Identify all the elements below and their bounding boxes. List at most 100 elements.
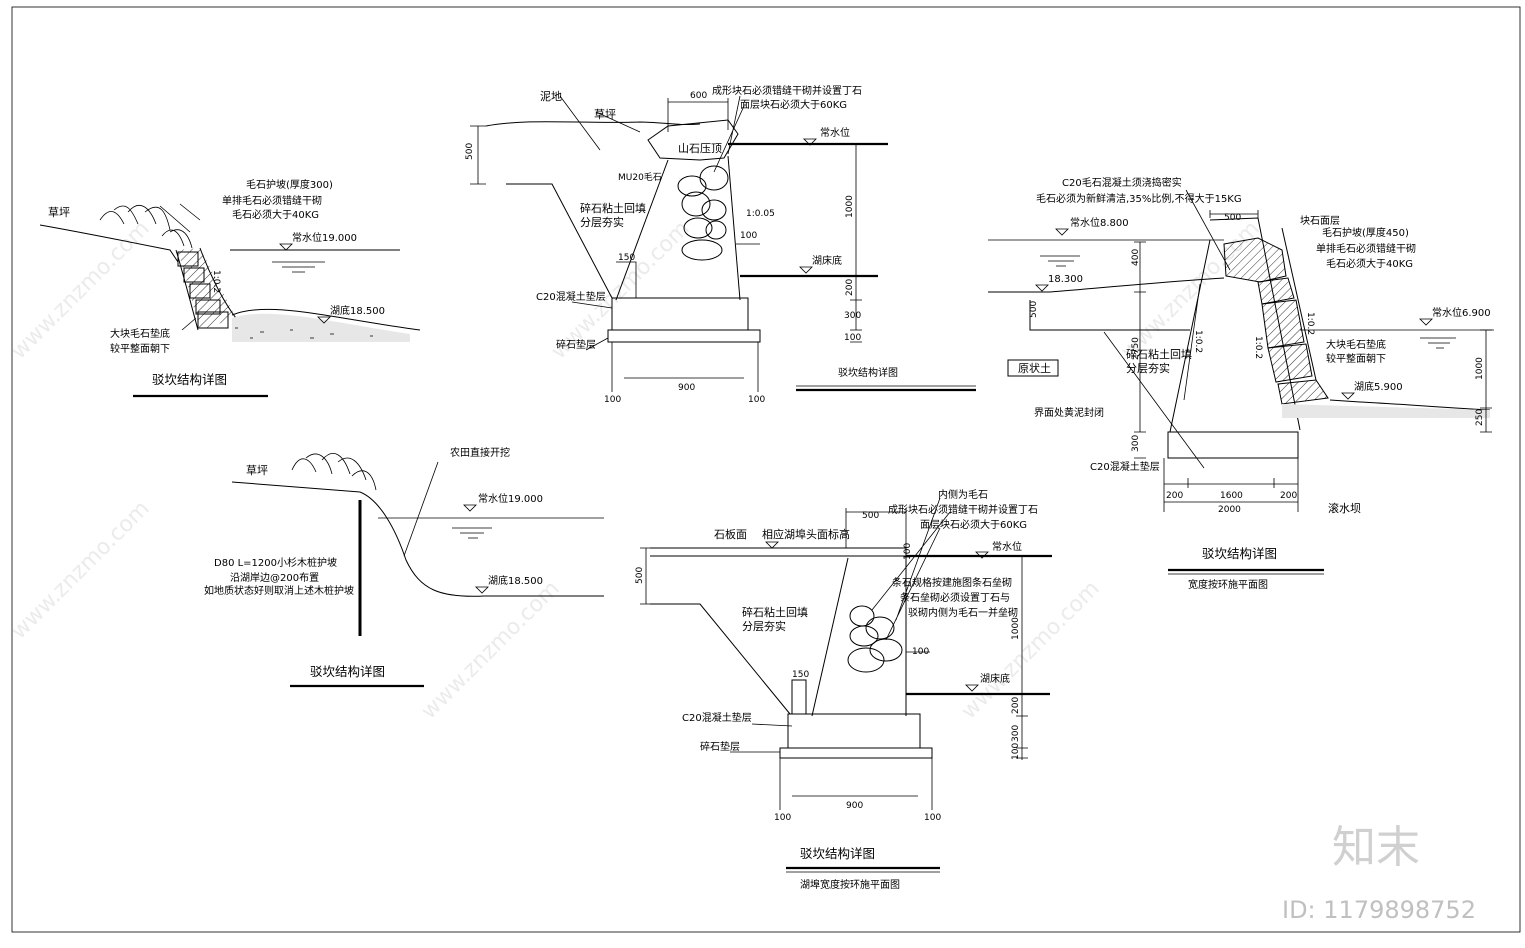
label-d1-base2: 较平整面朝下 — [110, 342, 170, 355]
label-d2-note1: 成形块石必须错缝干砌并设置丁石 — [712, 84, 862, 97]
label-d5-dim100r: 100 — [924, 813, 941, 823]
label-d2-dim100b: 100 — [844, 333, 861, 343]
label-d3-seal: 界面处黄泥封闭 — [1034, 406, 1104, 419]
label-d2-gravel: 碎石垫层 — [556, 338, 596, 351]
label-d3-dim2750: 2750 — [1131, 337, 1141, 360]
label-d2-dim300: 300 — [844, 311, 861, 321]
detail-4-title: 驳坎结构详图 — [310, 664, 385, 679]
label-d2-dim150: 150 — [618, 253, 635, 263]
label-d3-ratio2: 1:0.2 — [1253, 336, 1263, 359]
label-d3-lvl18: 18.300 — [1048, 274, 1083, 285]
label-d5-dim900: 900 — [846, 801, 863, 811]
label-d2-note2: 面层块石必须大于60KG — [740, 98, 847, 111]
label-d5-inner: 内侧为毛石 — [938, 488, 988, 501]
label-d3-dim1000: 1000 — [1475, 357, 1485, 380]
label-d3-slope2: 单排毛石必须错缝干砌 — [1316, 242, 1416, 255]
detail-5: 内侧为毛石 成形块石必须错缝干砌并设置丁石 面层块石必须大于60KG 500 石… — [635, 488, 1052, 891]
label-d3-dim1600: 1600 — [1220, 491, 1243, 501]
label-d2-dim100l: 100 — [604, 395, 621, 405]
watermark-logo: 知末 — [1332, 822, 1420, 873]
label-d3-c20note1: C20毛石混凝土须浇捣密实 — [1062, 176, 1182, 189]
label-d4-water: 常水位19.000 — [478, 492, 543, 505]
detail-3-title: 驳坎结构详图 — [1202, 546, 1277, 561]
label-d2-dim900: 900 — [678, 383, 695, 393]
label-d3-c20note2: 毛石必须为新鲜清洁,35%比例,不得大于15KG — [1036, 192, 1242, 205]
label-d3-fill2: 分层夯实 — [1126, 361, 1170, 375]
label-d3-base2: 较平整面朝下 — [1326, 352, 1386, 365]
label-d5-water: 常水位 — [992, 540, 1022, 553]
label-d5-strip2: 条石垒砌必须设置丁石与 — [900, 591, 1010, 604]
label-d3-native: 原状土 — [1018, 361, 1051, 375]
detail-2: 泥地 草坪 600 成形块石必须错缝干砌并设置丁石 面层块石必须大于60KG 常… — [465, 84, 976, 405]
label-d3-block: 块石面层 — [1300, 215, 1340, 227]
label-d2-dim1000: 1000 — [845, 195, 855, 218]
sheet-border — [11, 6, 1521, 933]
label-d4-lawn: 草坪 — [246, 464, 268, 477]
label-d2-dim100r: 100 — [748, 395, 765, 405]
label-d5-lakebed: 湖床底 — [980, 672, 1010, 685]
label-d2-mud: 泥地 — [540, 90, 562, 103]
label-d3-bottom: 湖底5.900 — [1354, 380, 1403, 393]
label-d2-fill1: 碎石粘土回填 — [580, 201, 646, 215]
label-d2-water: 常水位 — [820, 126, 850, 139]
label-d3-c20: C20混凝土垫层 — [1090, 460, 1160, 473]
label-d3-dim250: 250 — [1475, 409, 1485, 426]
label-d2-fill2: 分层夯实 — [580, 215, 624, 229]
detail-2-title: 驳坎结构详图 — [838, 366, 898, 379]
label-d5-slab: 石板面 — [714, 527, 747, 541]
label-d2-dim100a: 100 — [740, 231, 757, 241]
label-d5-note1: 成形块石必须错缝干砌并设置丁石 — [888, 503, 1038, 516]
label-d5-dim100t: 100 — [903, 543, 913, 560]
label-d5-dim1000: 1000 — [1011, 617, 1021, 640]
label-d4-dig: 农田直接开挖 — [450, 446, 510, 459]
label-d4-pile3: 如地质状态好则取消上述木桩护坡 — [204, 584, 354, 597]
label-d5-dim500t: 500 — [862, 511, 879, 521]
label-d3-ratio3: 1:0.2 — [1305, 312, 1315, 335]
label-d5-dim150: 150 — [792, 670, 809, 680]
label-d5-strip3: 驳砌内侧为毛石一并垒砌 — [908, 606, 1018, 619]
label-d2-dim500: 500 — [465, 143, 475, 160]
label-d5-strip1: 条石规格按建施图条石垒砌 — [892, 576, 1012, 589]
detail-1-title: 驳坎结构详图 — [152, 372, 227, 387]
image-id: ID: 1179898752 — [1282, 896, 1476, 924]
label-d5-gravel: 碎石垫层 — [700, 740, 740, 753]
label-d3-slope3: 毛石必须大于40KG — [1326, 257, 1413, 270]
detail-3: C20毛石混凝土须浇捣密实 毛石必须为新鲜清洁,35%比例,不得大于15KG 常… — [988, 176, 1494, 591]
label-d1-bottom: 湖底18.500 — [330, 304, 385, 317]
label-d3-dim500b: 500 — [1029, 301, 1039, 318]
label-d4-pile2: 沿湖岸边@200布置 — [230, 572, 319, 584]
label-d5-c20: C20混凝土垫层 — [682, 711, 752, 724]
label-d5-note2: 面层块石必须大于60KG — [920, 518, 1027, 531]
label-d2-lawn: 草坪 — [594, 108, 616, 121]
label-d5-subtitle: 湖埠宽度按环施平面图 — [800, 878, 900, 891]
label-d3-dim500: 500 — [1224, 213, 1241, 223]
label-d5-elev: 相应湖埠头面标高 — [762, 527, 850, 541]
detail-4: 草坪 农田直接开挖 常水位19.000 D80 L=1200小杉木桩护坡 沿湖岸… — [204, 446, 604, 688]
label-d1-slope1: 毛石护坡(厚度300) — [246, 178, 333, 191]
label-d1-slope2: 单排毛石必须错缝干砌 — [222, 194, 322, 207]
label-d3-fill1: 碎石粘土回填 — [1126, 347, 1192, 361]
label-d2-cap: 山石压顶 — [678, 142, 722, 155]
detail-5-title: 驳坎结构详图 — [800, 846, 875, 861]
label-d3-dam: 滚水坝 — [1328, 501, 1361, 515]
label-d2-dim_top: 600 — [690, 91, 707, 101]
label-d2-dim200: 200 — [845, 279, 855, 296]
label-d5-dim200: 200 — [1011, 697, 1021, 714]
label-d5-dim100b: 100 — [1011, 743, 1021, 760]
label-d5-dim100l: 100 — [774, 813, 791, 823]
label-d3-water_l: 常水位8.800 — [1070, 216, 1129, 229]
label-d3-slope1: 毛石护坡(厚度450) — [1322, 226, 1409, 239]
detail-1: 草坪 毛石护坡(厚度300) 单排毛石必须错缝干砌 毛石必须大于40KG 1:0… — [39, 178, 421, 398]
label-d3-water_r: 常水位6.900 — [1432, 306, 1491, 319]
label-d1-lawn: 草坪 — [48, 206, 70, 219]
label-d4-bottom: 湖底18.500 — [488, 574, 543, 587]
label-d2-ratio: 1:0.05 — [746, 209, 775, 219]
label-d5-fill1: 碎石粘土回填 — [742, 605, 808, 619]
label-d5-dim100: 100 — [912, 647, 929, 657]
label-d3-dim300: 300 — [1131, 435, 1141, 452]
label-d3-ratio1: 1:0.2 — [1193, 330, 1203, 353]
label-d4-pile1: D80 L=1200小杉木桩护坡 — [214, 556, 337, 569]
label-d2-lakebed: 湖床底 — [812, 254, 842, 267]
label-d3-dim400: 400 — [1131, 249, 1141, 266]
